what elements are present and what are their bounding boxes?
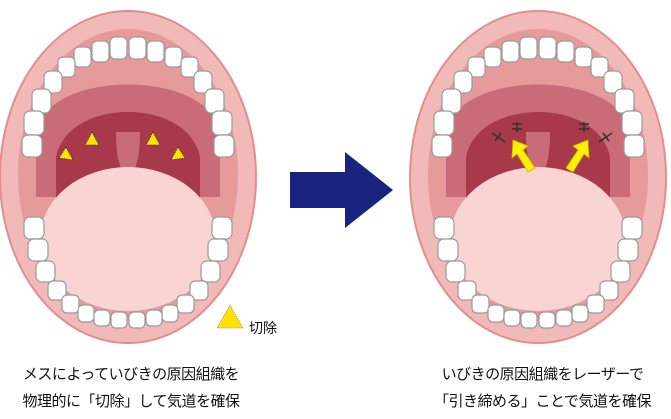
legend-label: 切除 — [249, 321, 277, 337]
caption-left: メスによっていびきの原因組織を 物理的に「切除」して気道を確保 — [0, 361, 262, 415]
legend-marker — [216, 304, 244, 329]
stitch-marks — [491, 122, 613, 143]
mouth-after — [409, 10, 667, 344]
caption-left-line-2: 物理的に「切除」して気道を確保 — [22, 392, 240, 410]
caption-right-line-2: 「引き締める」ことで気道を確保 — [433, 392, 652, 410]
caption-right: いびきの原因組織をレーザーで 「引き締める」ことで気道を確保 — [414, 361, 671, 415]
caption-right-line-1: いびきの原因組織をレーザーで — [441, 365, 644, 383]
caption-left-line-1: メスによっていびきの原因組織を — [22, 365, 240, 383]
excision-markers — [58, 131, 186, 161]
tighten-arrows — [511, 139, 590, 173]
mouth-before — [0, 10, 257, 344]
transition-arrow — [290, 152, 393, 228]
